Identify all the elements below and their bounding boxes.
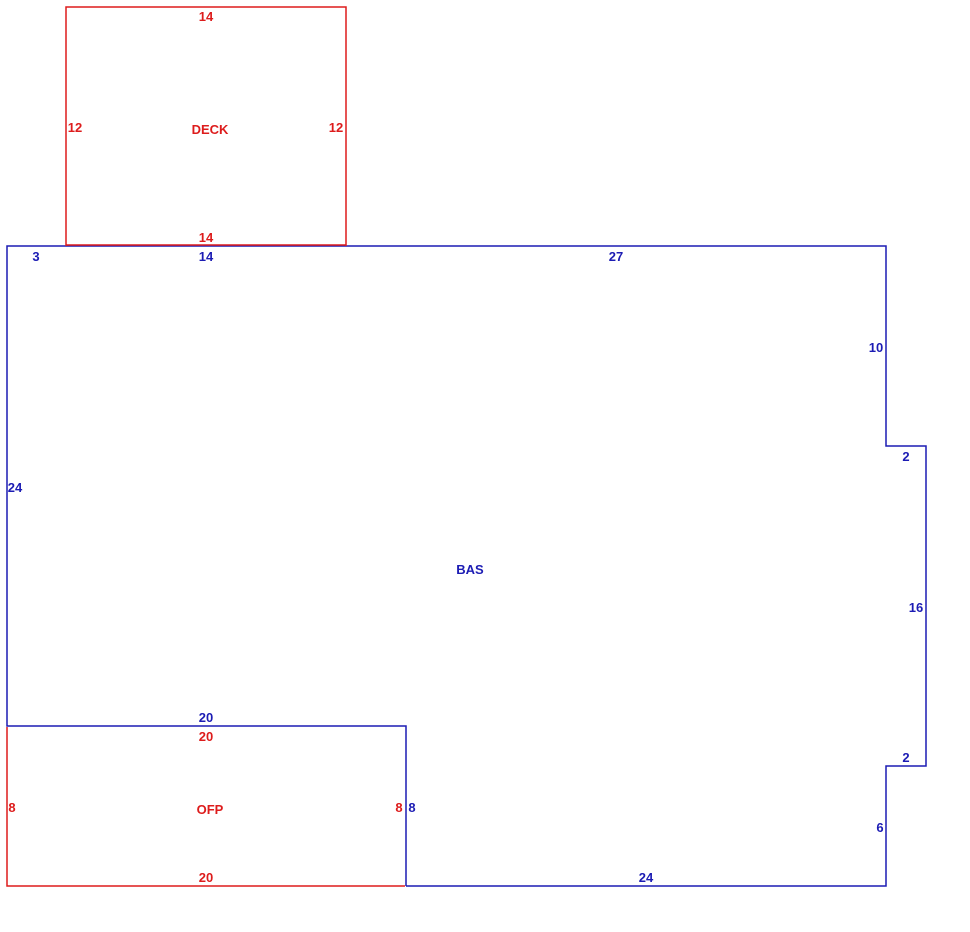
deck-left-dimension: 12 xyxy=(68,120,82,135)
bas-notch-side-dimension: 16 xyxy=(909,600,923,615)
bas-bottom-dimension: 24 xyxy=(639,870,654,885)
ofp-name-label: OFP xyxy=(197,802,224,817)
ofp-bottom-dimension: 20 xyxy=(199,870,213,885)
bas-right-lower-dimension: 6 xyxy=(876,820,883,835)
deck-right-dimension: 12 xyxy=(329,120,343,135)
deck-bottom-dimension: 14 xyxy=(199,230,214,245)
bas-name-label: BAS xyxy=(456,562,484,577)
ofp-right-dimension: 8 xyxy=(395,800,402,815)
bas-top-right-dimension: 27 xyxy=(609,249,623,264)
bas-top-left-dimension: 3 xyxy=(32,249,39,264)
deck-top-dimension: 14 xyxy=(199,9,214,24)
bas-ofp-edge-right-dimension: 8 xyxy=(408,800,415,815)
bas-ofp-edge-top-dimension: 20 xyxy=(199,710,213,725)
bas-outline xyxy=(6,245,927,887)
bas-right-upper-dimension: 10 xyxy=(869,340,883,355)
ofp-top-dimension: 20 xyxy=(199,729,213,744)
bas-notch-bottom-dimension: 2 xyxy=(902,750,909,765)
deck-outline xyxy=(65,6,347,246)
bas-notch-top-dimension: 2 xyxy=(902,449,909,464)
bas-top-mid-dimension: 14 xyxy=(199,249,214,264)
deck-name-label: DECK xyxy=(192,122,229,137)
bas-left-dimension: 24 xyxy=(8,480,23,495)
ofp-left-dimension: 8 xyxy=(8,800,15,815)
ofp-outline xyxy=(6,727,405,887)
